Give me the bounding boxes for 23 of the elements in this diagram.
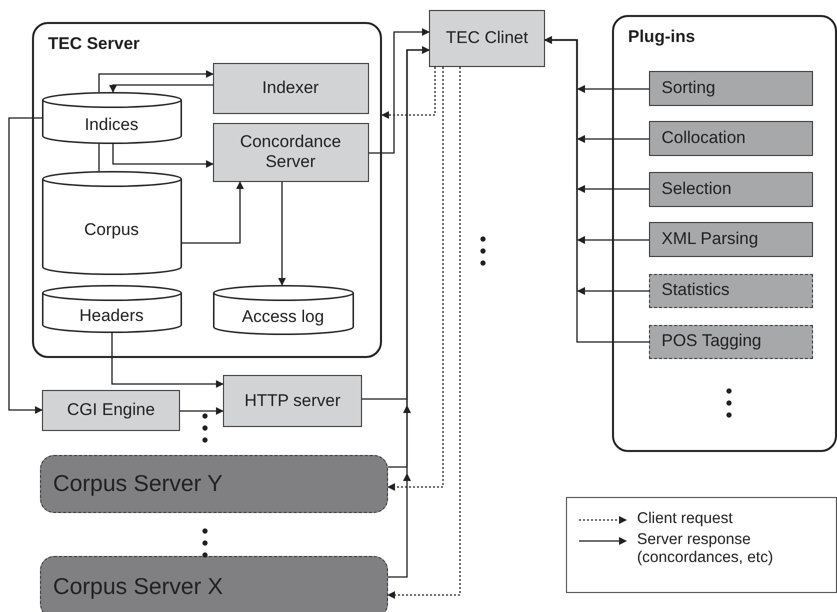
plugin-box: Sorting [648,70,812,106]
component-box: HTTP server [223,375,362,427]
plugin-box: XML Parsing [648,222,812,256]
component-box: CGI Engine [42,390,180,431]
plugin-box: Collocation [648,120,812,156]
panel-heading: TEC Server [48,34,140,54]
server-panel [612,15,837,452]
plugin-box: Selection [648,172,812,206]
legend-text: Server response (concordances, etc) [637,530,774,568]
corpus-server-box: Corpus Server Y [40,455,388,513]
component-box: Indexer [212,62,368,114]
corpus-server-box: Corpus Server X [40,556,388,612]
database-cylinder: Access log [212,284,354,334]
component-box: TEC Clinet [429,10,545,67]
database-cylinder: Headers [42,284,182,332]
plugin-box: POS Tagging [648,324,812,358]
database-cylinder: Corpus [42,170,182,274]
panel-heading: Plug-ins [628,27,696,47]
legend-text: Client request [637,510,734,529]
plugin-box: Statistics [648,274,812,308]
database-cylinder: Indices [42,92,182,144]
server-panel [32,22,382,358]
component-box: Concordance Server [212,122,368,182]
